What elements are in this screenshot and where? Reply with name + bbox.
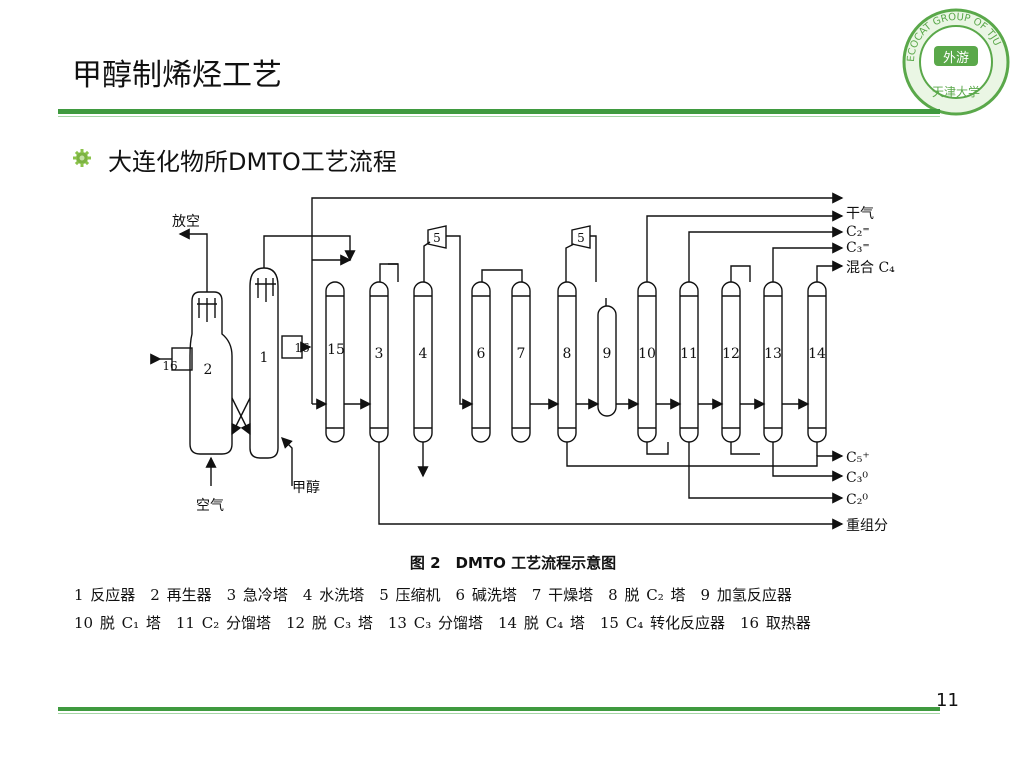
label-unit-8: 8	[563, 346, 572, 362]
footer-divider-thin	[58, 713, 940, 714]
label-unit-9: 9	[603, 346, 612, 362]
label-unit-12: 12	[722, 346, 740, 362]
column-14	[807, 281, 827, 443]
legend-row-1: 1 反应器 2 再生器 3 急冷塔 4 水洗塔 5 压缩机 6 碱洗塔 7 干燥…	[74, 586, 792, 604]
column-3	[369, 281, 389, 443]
label-c5-plus: C₅⁺	[846, 450, 870, 466]
label-c3-eq: C₃⁼	[846, 240, 870, 256]
column-12	[721, 281, 741, 443]
label-unit-14: 14	[808, 346, 826, 362]
column-4	[413, 281, 433, 443]
label-unit-6: 6	[477, 346, 486, 362]
compressor-b	[571, 225, 591, 249]
label-mixed-c4: 混合 C₄	[846, 260, 895, 276]
label-c2-0: C₂⁰	[846, 492, 868, 508]
label-unit-16a: 16	[162, 359, 177, 373]
label-unit-1: 1	[260, 350, 269, 366]
logo-bottom-text: 天津大学	[932, 84, 980, 99]
compressor-a	[427, 225, 447, 249]
label-unit-16b: 16	[294, 341, 309, 355]
column-7	[511, 281, 531, 443]
dmto-flow-diagram: 1 2 3 4 5 5 6 7 8 9 10 11 12 13 14 15 16…	[150, 192, 895, 534]
reactor-vessel	[249, 267, 279, 459]
label-c2-eq: C₂⁼	[846, 224, 870, 240]
column-11	[679, 281, 699, 443]
label-unit-5a: 5	[433, 231, 441, 245]
column-6	[471, 281, 491, 443]
label-unit-13: 13	[764, 346, 782, 362]
column-8	[557, 281, 577, 443]
footer-divider	[58, 707, 940, 711]
logo-seal-text: 外游	[943, 51, 969, 66]
ecocat-logo: ECOCAT GROUP OF TJU 外游 天津大学	[902, 8, 1010, 116]
regenerator-vessel	[189, 291, 233, 455]
label-unit-5b: 5	[577, 231, 585, 245]
label-c3-0: C₃⁰	[846, 470, 868, 486]
reactor-9	[597, 305, 617, 417]
label-methanol: 甲醇	[292, 479, 320, 496]
page-number: 11	[936, 690, 959, 711]
column-13	[763, 281, 783, 443]
label-unit-7: 7	[517, 346, 526, 362]
label-unit-11: 11	[680, 346, 698, 362]
label-dry-gas: 干气	[846, 206, 874, 222]
label-vent: 放空	[172, 214, 200, 230]
label-unit-4: 4	[419, 346, 428, 362]
figure-caption: 图 2 DMTO 工艺流程示意图	[409, 554, 617, 572]
label-air: 空气	[196, 498, 224, 514]
title-divider	[58, 109, 940, 114]
label-unit-15: 15	[327, 342, 345, 358]
title-divider-thin	[58, 116, 940, 117]
label-unit-10: 10	[638, 346, 656, 362]
bullet-subtitle: 大连化物所DMTO工艺流程	[108, 148, 397, 176]
columns	[325, 281, 827, 443]
slide-title: 甲醇制烯烃工艺	[72, 58, 282, 93]
column-15	[325, 281, 345, 443]
column-10	[637, 281, 657, 443]
legend-row-2: 10 脱 C₁ 塔 11 C₂ 分馏塔 12 脱 C₃ 塔 13 C₃ 分馏塔 …	[74, 614, 811, 632]
label-unit-3: 3	[375, 346, 384, 362]
figure-panel: 1 2 3 4 5 5 6 7 8 9 10 11 12 13 14 15 16…	[60, 186, 966, 646]
gear-bullet-icon	[73, 149, 91, 167]
label-heavy: 重组分	[846, 518, 888, 534]
label-unit-2: 2	[204, 362, 213, 378]
